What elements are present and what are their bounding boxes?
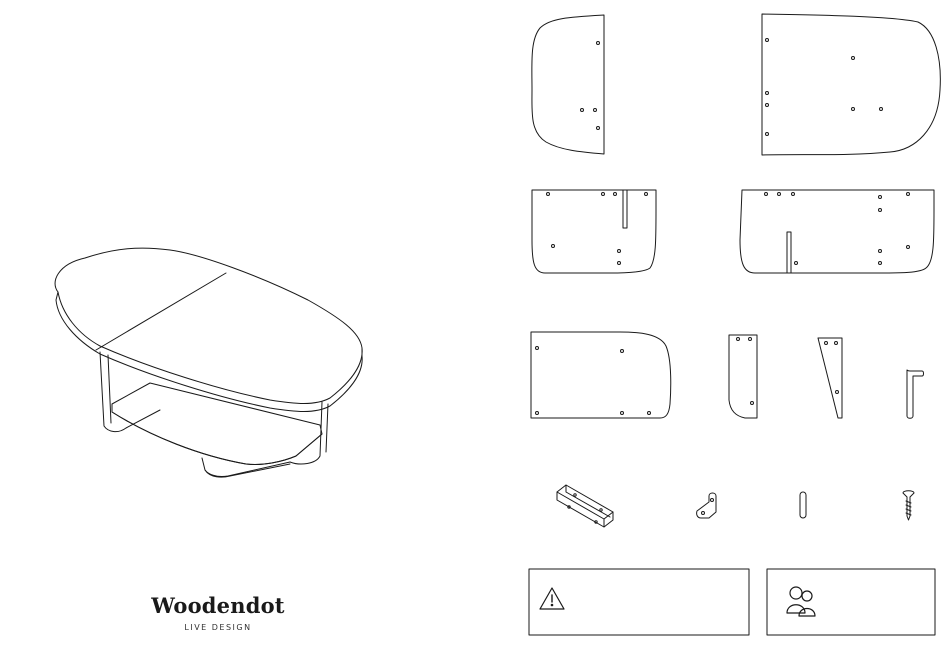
two-people-notice-box: [767, 569, 935, 635]
two-people-icon: [787, 587, 815, 616]
part-side-panel-large: [740, 190, 934, 273]
part-angle-bracket: [697, 493, 716, 518]
part-wooden-dowel: [800, 492, 806, 518]
part-side-panel-small: [532, 190, 656, 273]
part-allen-key: [907, 370, 924, 418]
assembled-table-illustration: [55, 248, 362, 477]
part-top-panel-small: [532, 15, 604, 154]
part-metal-bracket: [557, 485, 613, 527]
part-leg-support: [729, 335, 757, 418]
warning-notice-box: [529, 569, 749, 635]
part-triangle-brace: [818, 338, 842, 418]
brand-tagline: LIVE DESIGN: [148, 623, 288, 632]
part-top-panel-large: [762, 14, 940, 155]
brand-name: Woodendot: [148, 594, 288, 618]
part-shelf-panel: [531, 332, 671, 418]
brand-logo: Woodendot LIVE DESIGN: [148, 594, 288, 632]
warning-triangle-icon: [540, 588, 564, 609]
part-screw: [903, 491, 914, 520]
